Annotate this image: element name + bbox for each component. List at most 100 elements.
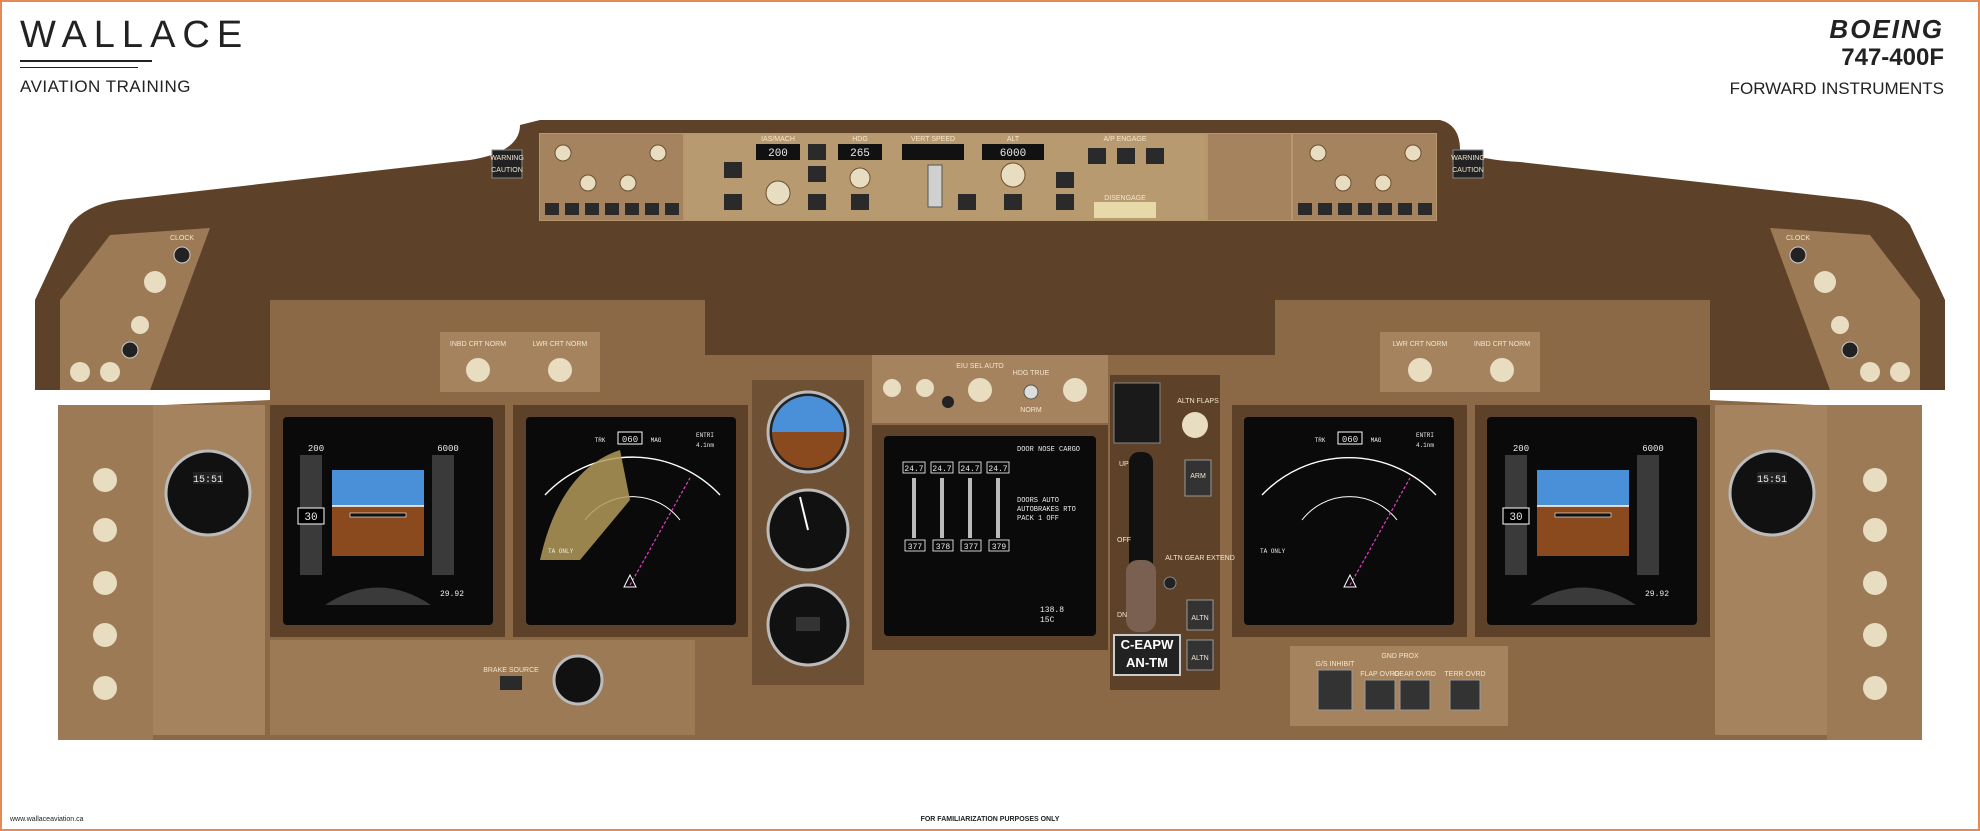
efis-btn-terr-right[interactable] — [1418, 203, 1432, 215]
cmd-l-button[interactable] — [1088, 148, 1106, 164]
air-data-switch-right[interactable] — [1863, 676, 1887, 700]
altn-flaps-label: ALTN FLAPS — [1177, 398, 1219, 405]
eiu-switch-left[interactable] — [93, 571, 117, 595]
efis-btn-data-left[interactable] — [625, 203, 639, 215]
nav-knob-left-2[interactable] — [100, 362, 120, 382]
spd-button[interactable] — [724, 194, 742, 210]
master-warning-right[interactable] — [1452, 149, 1484, 179]
vs-thumbwheel[interactable] — [927, 164, 943, 208]
altn-flaps-arm-button[interactable] — [1184, 459, 1212, 497]
terr-ovrd-button[interactable] — [1449, 679, 1481, 711]
efis-btn-wpt-left[interactable] — [585, 203, 599, 215]
brake-source-light[interactable] — [500, 676, 522, 690]
gear-lever[interactable] — [1126, 560, 1156, 632]
loc-button[interactable] — [1056, 172, 1074, 188]
vs-button[interactable] — [958, 194, 976, 210]
efis-range-knob-left[interactable] — [554, 144, 572, 162]
pfd-knob-right[interactable] — [1841, 341, 1859, 359]
air-data-switch-left[interactable] — [93, 676, 117, 700]
source-panel-left — [440, 332, 600, 392]
right-clock-panel — [1770, 228, 1920, 390]
efis-mode-knob-left[interactable] — [579, 174, 597, 192]
cmd-c-button[interactable] — [1117, 148, 1135, 164]
altn-gear-button-2[interactable] — [1186, 639, 1214, 671]
nav-switch-left[interactable] — [93, 518, 117, 542]
flch-button[interactable] — [808, 194, 826, 210]
map-knob-left[interactable] — [131, 316, 149, 334]
efis-btn-wxr-left[interactable] — [545, 203, 559, 215]
clock-knob-right[interactable] — [1814, 271, 1836, 293]
efis-btn-pos-left[interactable] — [645, 203, 659, 215]
pfd-knob-left[interactable] — [121, 341, 139, 359]
tail-type-text: AN-TM — [1126, 655, 1168, 670]
altn-gear-button-1[interactable] — [1186, 599, 1214, 631]
inbd-crt-knob-right[interactable] — [1490, 358, 1514, 382]
clock-button-right[interactable] — [1789, 246, 1807, 264]
thr-button[interactable] — [724, 162, 742, 178]
efis-btn-terr-left[interactable] — [665, 203, 679, 215]
nd-ta-only-left: TA ONLY — [548, 548, 574, 555]
efis-btn-sta-left[interactable] — [565, 203, 579, 215]
nav-knob-left-1[interactable] — [70, 362, 90, 382]
efis-baro-knob-left[interactable] — [649, 144, 667, 162]
nav-switch-right[interactable] — [1863, 518, 1887, 542]
map-knob-right[interactable] — [1831, 316, 1849, 334]
efis-mode-knob-right[interactable] — [1334, 174, 1352, 192]
hdg-ref-button[interactable] — [1023, 384, 1039, 400]
disengage-bar[interactable] — [1094, 202, 1156, 218]
efis-btn-sta-right[interactable] — [1318, 203, 1332, 215]
gs-inhibit-button[interactable] — [1317, 669, 1353, 711]
lwr-crt-knob-right[interactable] — [1408, 358, 1432, 382]
clock-button-left[interactable] — [173, 246, 191, 264]
efis-vor-knob-right[interactable] — [1374, 174, 1392, 192]
lock-ovrd-button[interactable] — [1163, 576, 1177, 590]
lnav-button[interactable] — [808, 144, 826, 160]
eiu-sel-knob[interactable] — [968, 378, 992, 402]
nd-hdg-left: 060 — [622, 435, 638, 445]
efis-btn-pos-right[interactable] — [1398, 203, 1412, 215]
alt-hold-button[interactable] — [1004, 194, 1022, 210]
efis-btn-arpt-right[interactable] — [1358, 203, 1372, 215]
terr-ovrd-label: TERR OVRD — [1444, 671, 1485, 678]
eicas-epr-4: 24.7 — [988, 465, 1007, 474]
lwr-crt-knob-left[interactable] — [548, 358, 572, 382]
gear-up-label: UP — [1119, 461, 1129, 468]
vnav-button[interactable] — [808, 166, 826, 182]
efis-vor-knob-left[interactable] — [619, 174, 637, 192]
efis-btn-wxr-right[interactable] — [1298, 203, 1312, 215]
efis-baro-knob-right[interactable] — [1404, 144, 1422, 162]
gear-ovrd-button[interactable] — [1399, 679, 1431, 711]
altn-flaps-knob[interactable] — [1182, 412, 1208, 438]
master-warning-left[interactable] — [491, 149, 523, 179]
efis-btn-arpt-left[interactable] — [605, 203, 619, 215]
speed-knob[interactable] — [765, 180, 791, 206]
altitude-knob[interactable] — [1000, 162, 1026, 188]
efis-range-knob-right[interactable] — [1309, 144, 1327, 162]
fmc-knob[interactable] — [1063, 378, 1087, 402]
flt-dir-switch-right[interactable] — [1863, 468, 1887, 492]
irs-switch-left[interactable] — [93, 623, 117, 647]
heading-knob[interactable] — [849, 167, 871, 189]
eiu-switch-right[interactable] — [1863, 571, 1887, 595]
eicas-brt-knob-lower[interactable] — [916, 379, 934, 397]
flt-dir-switch-left[interactable] — [93, 468, 117, 492]
nav-knob-right-2[interactable] — [1890, 362, 1910, 382]
app-button[interactable] — [1056, 194, 1074, 210]
flap-ovrd-button[interactable] — [1364, 679, 1396, 711]
nd-dist-right: 4.1nm — [1416, 442, 1434, 449]
nd-arc-right — [1261, 456, 1437, 496]
inbd-crt-knob-left[interactable] — [466, 358, 490, 382]
alt-value: 6000 — [1000, 148, 1026, 160]
efis-btn-data-right[interactable] — [1378, 203, 1392, 215]
clock-left-display — [193, 472, 223, 484]
cmd-r-button[interactable] — [1146, 148, 1164, 164]
irs-switch-right[interactable] — [1863, 623, 1887, 647]
eicas-brt-knob-upper[interactable] — [883, 379, 901, 397]
altn-flaps-arm-label: ARM — [1190, 473, 1206, 480]
brake-pressure-gauge — [552, 654, 604, 706]
clock-knob-left[interactable] — [144, 271, 166, 293]
efis-btn-wpt-right[interactable] — [1338, 203, 1352, 215]
nav-knob-right-1[interactable] — [1860, 362, 1880, 382]
event-rcd-button[interactable] — [942, 396, 954, 408]
hold-button[interactable] — [851, 194, 869, 210]
